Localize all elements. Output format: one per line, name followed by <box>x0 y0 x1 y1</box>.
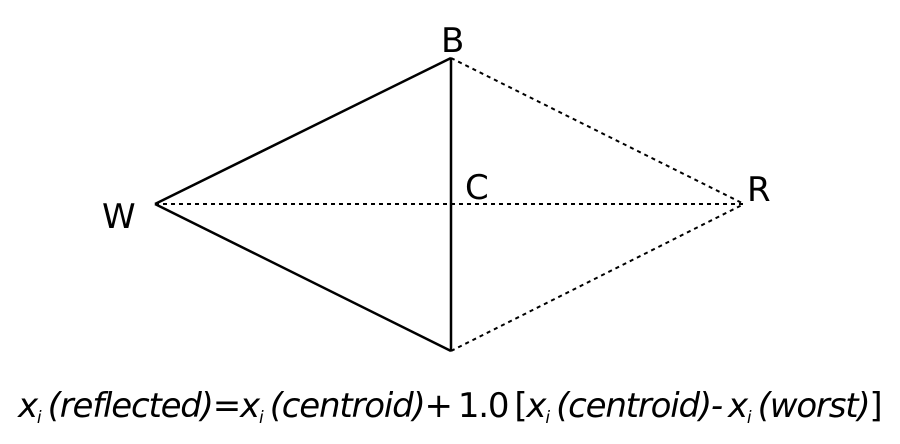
label-best-point: B <box>441 21 464 61</box>
formula-var-1: x <box>18 386 38 426</box>
formula-equals: = <box>212 386 242 426</box>
formula-var-4: x <box>727 386 748 426</box>
formula-var-2: x <box>240 386 260 426</box>
formula-centroid-2: (centroid) <box>556 386 712 426</box>
formula-plus: + <box>424 386 454 426</box>
formula-minus: - <box>710 386 723 426</box>
formula-sub-3: i <box>545 408 551 428</box>
formula-close-bracket: ] <box>869 386 882 426</box>
dotted-line-bottom-to-r <box>450 203 745 352</box>
dotted-line-b-to-r <box>450 57 745 205</box>
formula-centroid-1: (centroid) <box>269 386 426 426</box>
formula-worst: (worst) <box>757 386 871 426</box>
formula-var-3: x <box>526 386 546 426</box>
formula-sub-4: i <box>746 408 752 428</box>
label-worst-point: W <box>102 197 136 237</box>
formula-sub-1: i <box>36 408 42 428</box>
formula-reflected: (reflected) <box>47 386 214 426</box>
label-reflected-point: R <box>747 170 771 210</box>
reflection-formula: xi(reflected)=xi(centroid)+1.0[xi(centro… <box>18 380 888 432</box>
formula-open-bracket: [ <box>514 386 527 426</box>
formula-sub-2: i <box>258 408 264 428</box>
label-centroid-point: C <box>465 168 489 208</box>
edge-w-to-bottom <box>154 202 452 353</box>
edge-w-to-b <box>154 56 452 206</box>
formula-coefficient: 1.0 <box>457 386 510 426</box>
